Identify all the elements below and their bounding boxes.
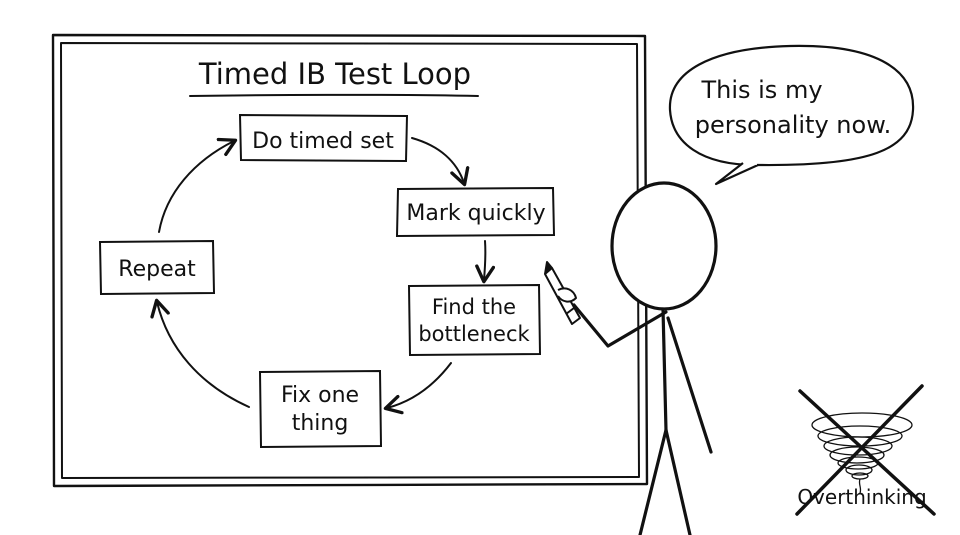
stick-figure-right-arm [666, 316, 713, 454]
step-find-bottleneck-line-1: Find the [432, 295, 516, 319]
marker-pen-icon [544, 261, 581, 325]
title-underline [189, 93, 479, 97]
speech-line-2: personality now. [695, 111, 892, 139]
step-find-bottleneck-line-2: bottleneck [418, 322, 530, 346]
speech-line-1: This is my [700, 76, 822, 104]
step-mark-quickly-label: Mark quickly [406, 201, 545, 226]
step-find-bottleneck: Find the bottleneck [407, 283, 542, 357]
stick-figure-right-leg [664, 428, 692, 535]
step-fix-one-thing-line-2: thing [292, 411, 349, 436]
step-repeat-label: Repeat [118, 257, 196, 282]
arrow-do-to-mark [411, 137, 470, 187]
stick-figure-body [661, 307, 668, 432]
stick-figure-left-leg [638, 428, 668, 535]
step-do-timed-set-label: Do timed set [252, 129, 394, 154]
speech-bubble: This is my personality now. [668, 44, 915, 186]
cycle-arrows [150, 137, 496, 415]
diagram-title: Timed IB Test Loop [198, 57, 471, 91]
step-mark-quickly: Mark quickly [395, 186, 556, 238]
arrow-fix-to-repeat [150, 298, 250, 408]
stick-figure [572, 181, 718, 535]
stick-figure-left-arm [572, 303, 668, 348]
arrow-find-to-fix [383, 362, 452, 415]
step-repeat: Repeat [98, 239, 216, 296]
arrow-mark-to-find [475, 240, 496, 284]
step-fix-one-thing-line-1: Fix one [281, 383, 359, 408]
step-do-timed-set: Do timed set [238, 113, 409, 163]
whiteboard [51, 33, 649, 488]
arrow-repeat-to-do [158, 137, 238, 233]
stick-figure-head [610, 181, 718, 311]
cross-out-icon [795, 384, 936, 516]
step-fix-one-thing: Fix one thing [258, 369, 383, 449]
